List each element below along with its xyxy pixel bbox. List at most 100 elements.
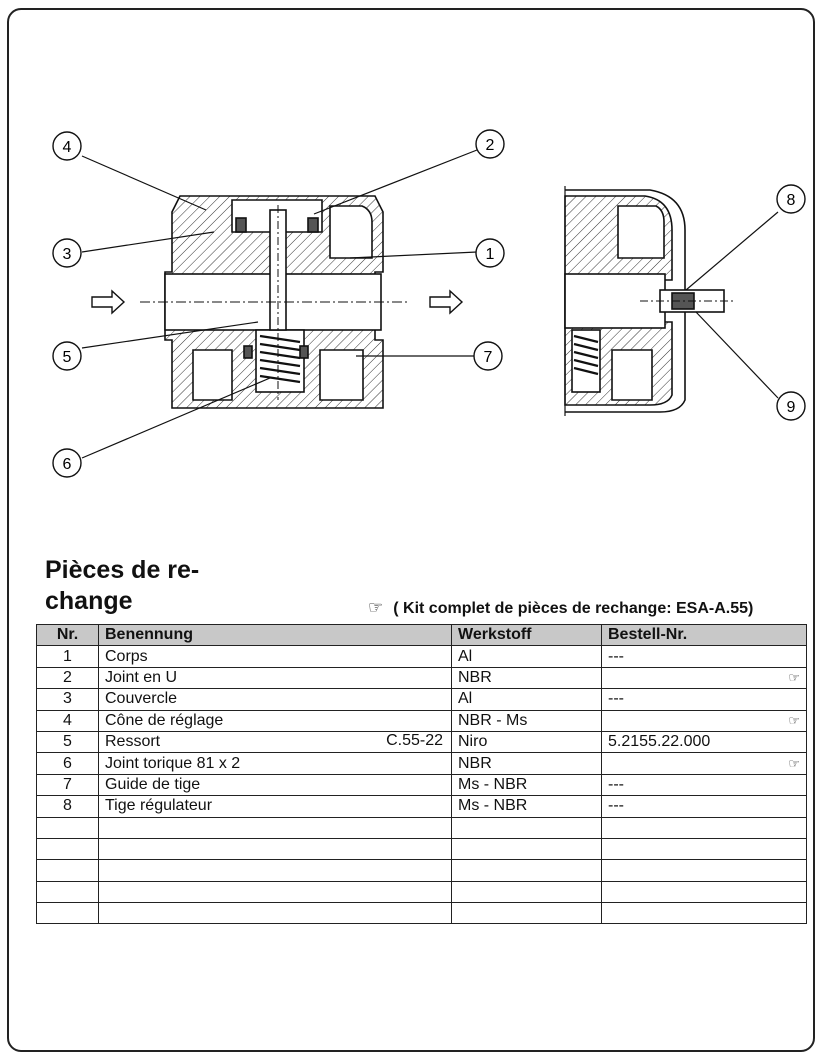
cell-werkstoff: NBR - Ms bbox=[451, 709, 602, 732]
leader-lines bbox=[81, 149, 779, 459]
header-werkstoff: Werkstoff bbox=[451, 623, 602, 647]
header-benennung: Benennung bbox=[98, 623, 452, 647]
table-row: 4 Cône de réglage NBR - Ms ☞ bbox=[36, 709, 807, 732]
cell-werkstoff: NBR bbox=[451, 752, 602, 775]
pointing-hand-icon: ☞ bbox=[368, 598, 384, 617]
cell-bestell-nr: ☞ bbox=[601, 666, 807, 690]
svg-text:1: 1 bbox=[486, 246, 495, 263]
table-row: 2 Joint en U NBR ☞ bbox=[36, 666, 807, 690]
cell-nr: 6 bbox=[36, 752, 99, 775]
spare-parts-table: Nr. Benennung Werkstoff Bestell-Nr. 1 Cor… bbox=[36, 623, 807, 925]
table-row bbox=[36, 902, 807, 925]
heading-line-1: Pièces de re- bbox=[45, 556, 200, 584]
svg-text:3: 3 bbox=[63, 246, 72, 263]
cell-nr: 4 bbox=[36, 709, 99, 732]
cell-benennung bbox=[98, 859, 452, 882]
cell-bestell-nr: --- bbox=[601, 645, 807, 668]
part-name: Joint torique 81 x 2 bbox=[105, 754, 241, 772]
kit-note-text: ( Kit complet de pièces de rechange: ESA… bbox=[393, 600, 754, 617]
cross-section-drawing: 4 2 3 1 5 7 6 8 9 bbox=[52, 129, 806, 478]
svg-text:6: 6 bbox=[63, 456, 72, 473]
cell-bestell-nr: ☞ bbox=[601, 752, 807, 775]
table-header-row: Nr. Benennung Werkstoff Bestell-Nr. bbox=[36, 623, 807, 647]
cell-werkstoff bbox=[451, 880, 602, 904]
part-name: Guide de tige bbox=[105, 775, 201, 793]
svg-text:7: 7 bbox=[484, 349, 493, 366]
flow-arrow-out bbox=[429, 289, 464, 315]
cell-werkstoff bbox=[451, 816, 602, 839]
cell-nr bbox=[36, 902, 99, 925]
callout-3: 3 bbox=[52, 238, 82, 268]
cell-bestell-nr bbox=[601, 816, 807, 839]
cell-nr: 3 bbox=[36, 688, 99, 711]
header-nr: Nr. bbox=[36, 623, 99, 647]
cell-bestell-nr: --- bbox=[601, 773, 807, 797]
part-name: Cône de réglage bbox=[105, 711, 224, 729]
callout-8: 8 bbox=[776, 184, 806, 214]
cell-werkstoff: NBR bbox=[451, 666, 602, 690]
cell-nr bbox=[36, 880, 99, 904]
cell-werkstoff bbox=[451, 902, 602, 925]
cell-benennung: Couvercle bbox=[98, 688, 452, 711]
kit-note: ☞ ( Kit complet de pièces de rechange: ES… bbox=[368, 598, 753, 618]
cell-bestell-nr bbox=[601, 859, 807, 882]
cell-nr: 8 bbox=[36, 795, 99, 818]
cell-nr: 1 bbox=[36, 645, 99, 668]
callout-9: 9 bbox=[776, 391, 806, 421]
heading-line-2: change bbox=[45, 587, 133, 615]
cell-benennung bbox=[98, 902, 452, 925]
cell-benennung: Corps bbox=[98, 645, 452, 668]
cell-benennung: Cône de réglage bbox=[98, 709, 452, 732]
cell-bestell-nr: ☞ bbox=[601, 709, 807, 732]
cell-werkstoff: Al bbox=[451, 688, 602, 711]
svg-text:4: 4 bbox=[63, 139, 72, 156]
cell-nr bbox=[36, 837, 99, 861]
cell-benennung bbox=[98, 880, 452, 904]
cell-bestell-nr: --- bbox=[601, 795, 807, 818]
table-row bbox=[36, 880, 807, 904]
callout-1: 1 bbox=[475, 238, 505, 268]
callout-5: 5 bbox=[52, 341, 82, 371]
callout-4: 4 bbox=[52, 131, 82, 161]
cell-bestell-nr bbox=[601, 880, 807, 904]
valve-body-right-detail bbox=[564, 186, 735, 416]
cell-benennung bbox=[98, 837, 452, 861]
callout-6: 6 bbox=[52, 448, 82, 478]
part-name: Joint en U bbox=[105, 668, 178, 686]
part-name: Corps bbox=[105, 647, 148, 665]
part-code: C.55-22 bbox=[386, 731, 443, 749]
callout-7: 7 bbox=[473, 341, 503, 371]
svg-text:5: 5 bbox=[63, 349, 72, 366]
part-name: Couvercle bbox=[105, 690, 178, 708]
callout-2: 2 bbox=[475, 129, 505, 159]
svg-text:9: 9 bbox=[787, 399, 796, 416]
pointing-hand-icon: ☞ bbox=[788, 669, 800, 685]
cell-benennung: Ressort C.55-22 bbox=[98, 730, 452, 754]
part-name: Tige régulateur bbox=[105, 797, 213, 815]
cell-werkstoff bbox=[451, 859, 602, 882]
cell-nr bbox=[36, 816, 99, 839]
cell-werkstoff: Niro bbox=[451, 730, 602, 754]
cell-bestell-nr: 5.2155.22.000 bbox=[601, 730, 807, 754]
cell-benennung: Guide de tige bbox=[98, 773, 452, 797]
cell-nr: 5 bbox=[36, 730, 99, 754]
pointing-hand-icon: ☞ bbox=[788, 712, 800, 728]
cell-nr: 2 bbox=[36, 666, 99, 690]
cell-bestell-nr bbox=[601, 902, 807, 925]
svg-text:8: 8 bbox=[787, 192, 796, 209]
cell-nr: 7 bbox=[36, 773, 99, 797]
pointing-hand-icon: ☞ bbox=[788, 755, 800, 771]
cell-bestell-nr bbox=[601, 837, 807, 861]
header-bestell-nr: Bestell-Nr. bbox=[601, 623, 807, 647]
cell-nr bbox=[36, 859, 99, 882]
svg-text:2: 2 bbox=[486, 137, 495, 154]
cell-benennung bbox=[98, 816, 452, 839]
table-row: 6 Joint torique 81 x 2 NBR ☞ bbox=[36, 752, 807, 775]
table-row bbox=[36, 859, 807, 882]
part-name: Ressort bbox=[105, 733, 161, 751]
cell-benennung: Joint torique 81 x 2 bbox=[98, 752, 452, 775]
